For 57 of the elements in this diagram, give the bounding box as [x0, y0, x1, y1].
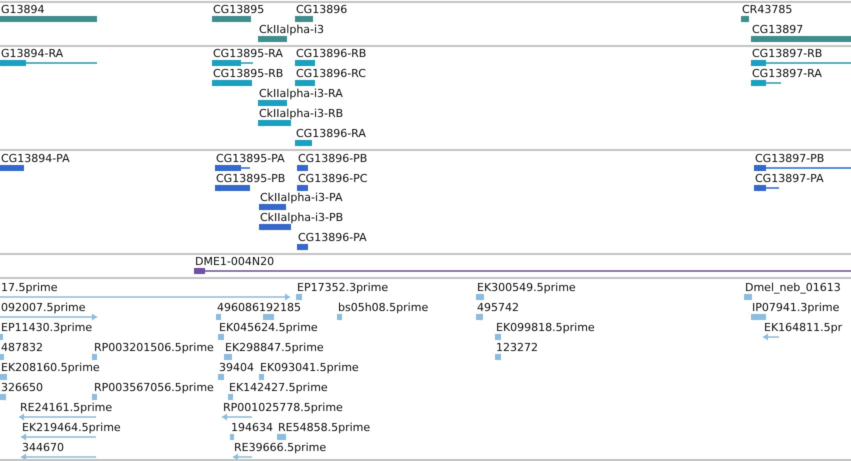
feature-label: G13894-RA [1, 47, 64, 60]
feature-label: EK164811.5pr [764, 321, 842, 334]
feature-label: RP001025778.5prime [223, 401, 343, 414]
feature-label: CG13897-RA [752, 67, 822, 80]
feature-label: CG13897 [752, 23, 804, 36]
feature-label: DME1-004N20 [195, 255, 274, 268]
feature-label: 326650 [1, 381, 43, 394]
feature-label: CkIIalpha-i3-PB [260, 211, 344, 224]
feature-label: CG13895-PB [216, 172, 286, 185]
feature-label: RE39666.5prime [234, 441, 326, 454]
feature-label: 495742 [477, 301, 519, 314]
feature-label: Dmel_neb_01613 [745, 281, 841, 294]
feature-label: 194634 [231, 421, 273, 434]
feature-label: RE54858.5prime [278, 421, 370, 434]
feature-label: IP07941.3prime [752, 301, 840, 314]
feature-label: 123272 [496, 341, 538, 354]
feature-label: 092007.5prime [1, 301, 86, 314]
feature-label: CG13897-PB [755, 152, 824, 165]
feature-label: EK208160.5prime [1, 361, 100, 374]
feature-label: CG13895-RA [213, 47, 283, 60]
feature-label: EP17352.3prime [297, 281, 388, 294]
feature-label: RP003567056.5prime [94, 381, 214, 394]
feature-label: EK142427.5prime [229, 381, 328, 394]
feature-label: CkIIalpha-i3-RA [259, 87, 343, 100]
feature-label: RP003201506.5prime [94, 341, 214, 354]
feature-label: bs05h08.5prime [338, 301, 428, 314]
feature-label: 496086192185 [217, 301, 301, 314]
feature-label: CG13896-PB [298, 152, 368, 165]
feature-label: EK093041.5prime [260, 361, 359, 374]
feature-label: CkIIalpha-i3 [259, 23, 324, 36]
feature-label: EP11430.3prime [1, 321, 92, 334]
feature-label: CG13896-PC [298, 172, 368, 185]
feature-label: EK219464.5prime [22, 421, 121, 434]
feature-label: CG13895-PA [216, 152, 285, 165]
feature-label: CG13895-RB [213, 67, 284, 80]
feature-label: CG13897-PA [755, 172, 824, 185]
feature-label: 344670 [22, 441, 64, 454]
feature-label: RE24161.5prime [20, 401, 112, 414]
feature-label: EK300549.5prime [477, 281, 576, 294]
feature-label: CG13896 [296, 3, 348, 16]
feature-label: CG13896-PA [298, 231, 367, 244]
feature-label: CkIIalpha-i3-RB [259, 107, 344, 120]
feature-label: CG13896-RB [296, 47, 366, 60]
feature-label: EK045624.5prime [219, 321, 318, 334]
feature-label: EK298847.5prime [225, 341, 324, 354]
feature-label: CG13894-PA [1, 152, 70, 165]
feature-label: CG13896-RC [296, 67, 366, 80]
feature-label: 487832 [1, 341, 43, 354]
feature-label: CG13895 [213, 3, 264, 16]
feature-label: 39404 [219, 361, 254, 374]
feature-label: 17.5prime [1, 281, 58, 294]
feature-label: CR43785 [742, 3, 792, 16]
feature-label: G13894 [1, 3, 45, 16]
feature-label: CG13896-RA [296, 127, 366, 140]
feature-label: EK099818.5prime [496, 321, 595, 334]
feature-label: CG13897-RB [752, 47, 822, 60]
feature-label: CkIIalpha-i3-PA [260, 191, 342, 204]
